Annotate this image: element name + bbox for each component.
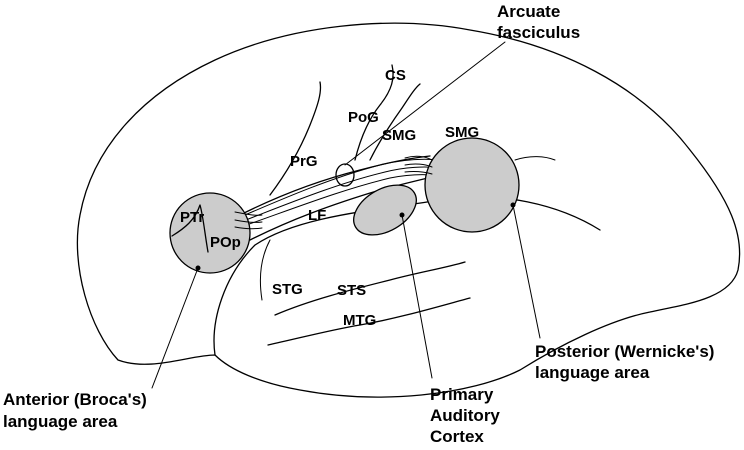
- callout-primary: Primary Auditory Cortex: [430, 385, 505, 446]
- label-smg-outer: SMG: [445, 124, 479, 141]
- label-sts: STS: [337, 282, 366, 299]
- arcuate-fibre-1: [237, 158, 441, 219]
- callout-posterior-line1: Posterior (Wernicke's): [535, 342, 714, 361]
- arcuate-fasciculus-marker: [335, 163, 355, 187]
- broca-pointer-line: [151, 267, 199, 389]
- brain-outline: [76, 22, 741, 398]
- superior-temporal-sulcus-line: [274, 261, 466, 316]
- label-mtg: MTG: [343, 312, 376, 329]
- label-stg: STG: [272, 281, 303, 298]
- label-smg-inner: SMG: [382, 127, 416, 144]
- broca-area-region: [169, 192, 251, 274]
- broca-sulcus-line: [171, 204, 209, 253]
- arcuate-pointer-line: [344, 41, 506, 166]
- callout-primary-line2: Auditory: [430, 406, 500, 425]
- wernicke-fibre-1: [404, 155, 433, 161]
- label-lf: LF: [308, 207, 326, 224]
- label-cs: CS: [385, 67, 406, 84]
- wernicke-pointer-line: [512, 204, 541, 339]
- callout-posterior: Posterior (Wernicke's) language area: [535, 342, 719, 382]
- label-ptr: PTr: [180, 209, 204, 226]
- label-pop: POp: [210, 234, 241, 251]
- central-sulcus-line: [354, 64, 394, 161]
- callout-anterior-line1: Anterior (Broca's): [3, 390, 147, 409]
- arcuate-fibre-2: [237, 166, 441, 224]
- callout-arcuate: Arcuate fasciculus: [497, 2, 580, 42]
- wernicke-fibre-3: [404, 171, 433, 175]
- precentral-sulcus-line: [269, 81, 322, 196]
- callout-arcuate-line1: Arcuate: [497, 2, 560, 21]
- inferior-temporal-line: [259, 239, 271, 301]
- postcentral-sulcus-line: [369, 83, 421, 161]
- callout-primary-line1: Primary: [430, 385, 494, 404]
- callout-anterior: Anterior (Broca's) language area: [3, 390, 152, 431]
- primary-auditory-cortex-region: [353, 184, 417, 236]
- broca-fibre-3: [234, 226, 263, 230]
- arcuate-fibre-3: [237, 174, 443, 229]
- small-sulcus-line: [514, 156, 556, 161]
- label-pog: PoG: [348, 109, 379, 126]
- label-prg: PrG: [290, 153, 318, 170]
- middle-temporal-line: [267, 297, 471, 346]
- callout-arcuate-line2: fasciculus: [497, 23, 580, 42]
- callout-posterior-line2: language area: [535, 363, 650, 382]
- lateral-fissure-upper-line: [239, 155, 431, 216]
- broca-fibre-2: [234, 219, 263, 223]
- callout-primary-line3: Cortex: [430, 427, 484, 446]
- broca-fibre-1: [234, 211, 263, 216]
- auditory-pointer-line: [401, 214, 433, 379]
- wernicke-fibre-2: [404, 163, 433, 168]
- wernicke-area-region: [424, 137, 520, 233]
- callout-anterior-line2: language area: [3, 412, 118, 431]
